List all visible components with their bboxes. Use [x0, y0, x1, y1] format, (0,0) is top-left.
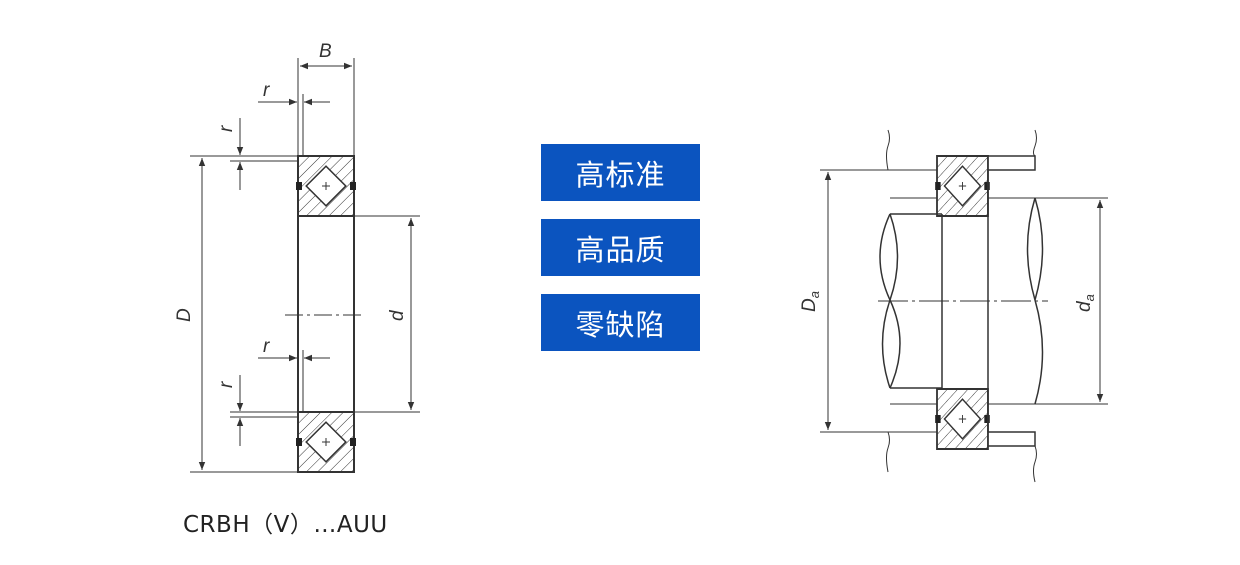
right-mounting-drawing: Da da — [799, 129, 1108, 483]
feature-badge-high-standard: 高标准 — [541, 144, 700, 201]
label-Da: Da — [799, 291, 822, 312]
label-da: da — [1074, 294, 1097, 312]
feature-badge-zero-defect: 零缺陷 — [541, 294, 700, 351]
lower-section — [295, 411, 357, 473]
feature-badge-high-quality: 高品质 — [541, 219, 700, 276]
label-r-bottom: r — [263, 336, 270, 357]
label-r-top: r — [263, 80, 270, 101]
label-r-left-top: r — [216, 125, 237, 132]
left-bearing-drawing: B r r r r D d — [174, 41, 420, 473]
label-D: D — [174, 308, 195, 322]
label-r-left-bottom: r — [216, 381, 237, 388]
upper-section — [295, 155, 357, 217]
model-caption: CRBH（V）…AUU — [183, 512, 388, 538]
label-d: d — [387, 309, 408, 321]
label-B: B — [319, 41, 332, 62]
